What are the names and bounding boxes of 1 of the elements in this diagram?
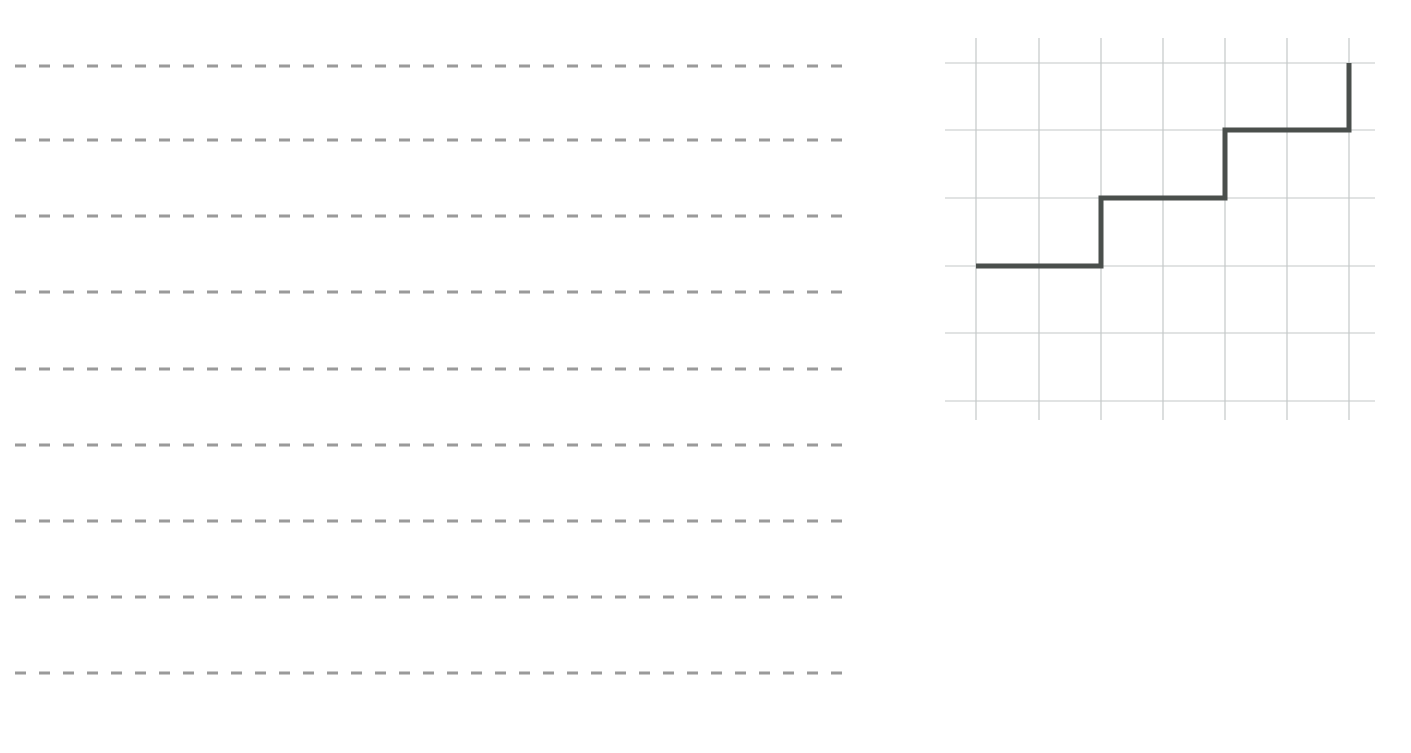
grid-drawing [944,37,1376,421]
